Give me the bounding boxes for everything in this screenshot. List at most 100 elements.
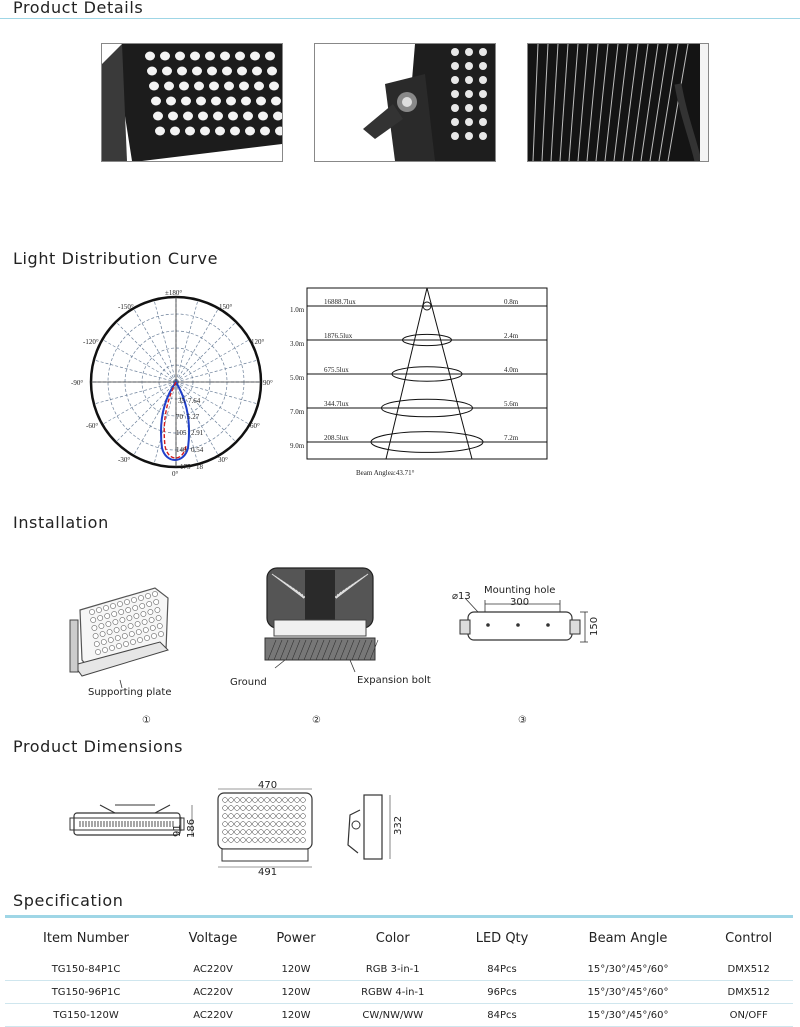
led-dot bbox=[234, 829, 240, 835]
spec-cell: TG150-96P1C bbox=[5, 980, 168, 1004]
led-dot bbox=[239, 81, 249, 91]
beam-distance-label: 3.0m bbox=[290, 340, 305, 348]
led-dot bbox=[465, 62, 473, 70]
beam-ellipse bbox=[391, 366, 463, 382]
heatsink-fin bbox=[532, 44, 539, 161]
spec-cell: 120W bbox=[258, 958, 334, 981]
led-dot bbox=[300, 805, 306, 811]
led-dot bbox=[465, 48, 473, 56]
led-dot bbox=[271, 96, 281, 106]
led-dot bbox=[222, 805, 228, 811]
led-dot bbox=[288, 797, 294, 803]
polar-ring-value-2: 5.27 bbox=[187, 413, 200, 421]
led-dot bbox=[451, 132, 459, 140]
led-dot bbox=[294, 805, 300, 811]
ground-hatch bbox=[285, 639, 295, 661]
section-rule bbox=[0, 18, 800, 19]
polar-spoke bbox=[93, 359, 177, 383]
led-dot bbox=[170, 126, 180, 136]
led-dot bbox=[282, 797, 288, 803]
beam-diameter-label: 5.6m bbox=[504, 400, 519, 408]
heatsink-fin bbox=[658, 44, 679, 161]
heatsink-fin bbox=[640, 44, 659, 161]
section-title-product-dimensions: Product Dimensions bbox=[13, 737, 184, 756]
led-dot bbox=[109, 645, 115, 651]
led-dot bbox=[258, 813, 264, 819]
dim-label-186: 186 bbox=[186, 819, 197, 838]
led-dot bbox=[228, 837, 234, 843]
led-dot bbox=[451, 62, 459, 70]
led-dot bbox=[252, 829, 258, 835]
led-dot bbox=[147, 609, 154, 615]
spec-cell: 15°/30°/45°/60° bbox=[551, 980, 705, 1004]
led-dot bbox=[276, 805, 282, 811]
led-dot bbox=[240, 797, 246, 803]
led-dot bbox=[465, 90, 473, 98]
product-photo-front bbox=[101, 43, 283, 162]
led-dot bbox=[132, 605, 139, 611]
led-dot bbox=[222, 66, 232, 76]
led-dot bbox=[97, 615, 104, 621]
spec-header-voltage: Voltage bbox=[188, 930, 238, 946]
spec-cell: TG150-84P1C bbox=[5, 958, 168, 981]
polar-spoke bbox=[115, 321, 177, 383]
polar-label-120l: -120° bbox=[83, 338, 99, 346]
table-row: TG150-96P1C AC220V 120W RGBW 4-in-1 96Pc… bbox=[5, 980, 793, 1004]
polar-label-30l: -30° bbox=[118, 456, 130, 464]
led-dot bbox=[117, 601, 123, 607]
heatsink-fin bbox=[568, 44, 579, 161]
led-dot bbox=[110, 603, 116, 609]
beam-ellipse bbox=[370, 431, 484, 453]
led-dot bbox=[141, 619, 148, 625]
led-dot bbox=[245, 126, 255, 136]
heatsink-fin bbox=[595, 44, 609, 161]
led-dot bbox=[276, 837, 282, 843]
dimension-drawings: 91 186 470 491 332 bbox=[69, 780, 404, 875]
section-title-installation: Installation bbox=[13, 513, 109, 532]
ground-hatch bbox=[291, 639, 301, 661]
led-dot bbox=[451, 90, 459, 98]
ground-hatch bbox=[297, 639, 307, 661]
beam-lux-label: 675.5lux bbox=[324, 366, 349, 374]
led-dot bbox=[148, 617, 155, 623]
heatsink-fin bbox=[541, 44, 549, 161]
polar-spoke bbox=[175, 381, 219, 456]
installation-diagrams: Supporting plate ① Ground Expansion bolt… bbox=[69, 567, 600, 726]
polar-spoke bbox=[175, 381, 237, 443]
led-dot bbox=[131, 597, 137, 603]
led-dot bbox=[264, 805, 270, 811]
label-mounting-hole: Mounting hole bbox=[484, 585, 555, 596]
led-dot bbox=[252, 797, 258, 803]
led-dot bbox=[211, 96, 221, 106]
polar-spoke bbox=[115, 381, 177, 443]
led-dot bbox=[209, 81, 219, 91]
led-dot bbox=[183, 111, 193, 121]
beam-ellipse bbox=[422, 301, 432, 311]
led-dot bbox=[246, 813, 252, 819]
beam-diameter-label: 7.2m bbox=[504, 434, 519, 442]
led-dot bbox=[479, 118, 487, 126]
led-dot bbox=[258, 829, 264, 835]
spec-header-color: Color bbox=[375, 930, 410, 946]
led-dot bbox=[106, 629, 113, 635]
led-dot bbox=[258, 111, 268, 121]
beam-ellipse bbox=[402, 333, 452, 347]
dim-label-470: 470 bbox=[258, 780, 277, 791]
led-dot bbox=[166, 96, 176, 106]
spec-cell: AC220V bbox=[167, 1003, 259, 1027]
label-supporting-plate: Supporting plate bbox=[88, 687, 172, 698]
polar-spoke bbox=[93, 381, 177, 405]
led-dot bbox=[465, 104, 473, 112]
led-dot bbox=[179, 81, 189, 91]
ground-hatch bbox=[273, 639, 283, 661]
led-dot bbox=[282, 821, 288, 827]
polar-spoke bbox=[102, 381, 177, 425]
label-dim-150: 150 bbox=[589, 617, 600, 636]
led-dot bbox=[113, 627, 120, 633]
led-dot bbox=[288, 837, 294, 843]
polar-label-120r: 120° bbox=[251, 338, 265, 346]
heatsink-fin bbox=[335, 593, 339, 599]
beam-diameter-label: 2.4m bbox=[504, 332, 519, 340]
led-dot bbox=[147, 66, 157, 76]
beam-ellipse bbox=[381, 398, 473, 418]
